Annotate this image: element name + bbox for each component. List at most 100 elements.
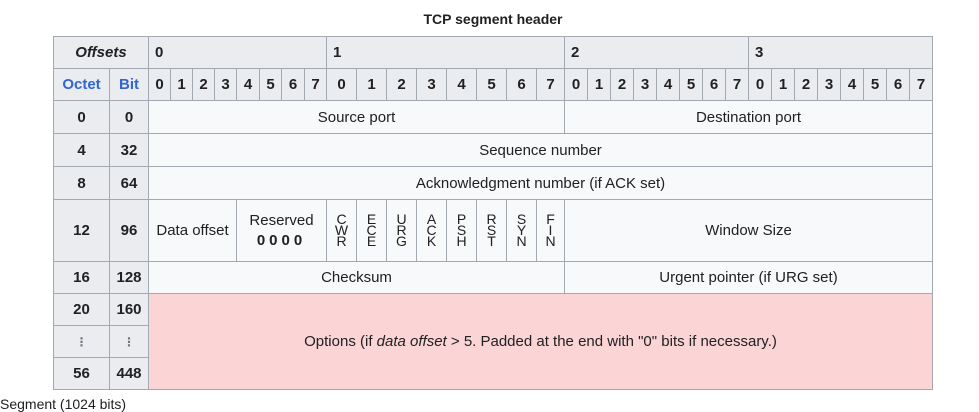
flag-letter: N <box>516 233 527 249</box>
bit-index-cell: 3 <box>817 68 841 101</box>
bit-index-cell: 0 <box>564 68 588 101</box>
window-size-field: Window Size <box>564 199 933 262</box>
flag-letter: K <box>426 233 437 249</box>
bit-index-cell: 6 <box>886 68 910 101</box>
bit-index-cell: 7 <box>725 68 749 101</box>
bit-index-cell: 1 <box>587 68 611 101</box>
flag-letter: R <box>486 211 497 227</box>
bit-index-cell: 2 <box>610 68 634 101</box>
flag-letter: W <box>334 222 349 238</box>
octet-header-link[interactable]: Octet <box>53 68 110 101</box>
bit-index-cell: 3 <box>633 68 657 101</box>
bit-index-cell: 6 <box>281 68 305 101</box>
octet-cell: 56 <box>53 357 110 390</box>
source-port-field: Source port <box>148 100 565 134</box>
bit-index-cell: 5 <box>863 68 887 101</box>
bit-index-cell: 4 <box>446 68 477 101</box>
flag-letter: H <box>456 233 467 249</box>
flag-letter: A <box>426 211 437 227</box>
table-row: 0 0 Source port Destination port <box>53 100 933 134</box>
bit-cell: 32 <box>109 133 149 167</box>
byte-1-header: 1 <box>326 36 565 69</box>
bit-index-cell: 3 <box>214 68 237 101</box>
bit-header-link[interactable]: Bit <box>109 68 149 101</box>
offsets-header: Offsets <box>53 36 149 69</box>
bit-index-cell: 6 <box>702 68 726 101</box>
flag-letter: E <box>366 211 377 227</box>
flag-letter: I <box>548 222 553 238</box>
flag-letter: G <box>396 233 407 249</box>
bit-index-cell: 4 <box>236 68 260 101</box>
byte-0-header: 0 <box>148 36 327 69</box>
bit-cell: 64 <box>109 166 149 200</box>
bit-index-cell: 3 <box>416 68 447 101</box>
bit-index-cell: 1 <box>170 68 193 101</box>
urgent-pointer-field: Urgent pointer (if URG set) <box>564 261 933 294</box>
octet-cell: 0 <box>53 100 110 134</box>
table-row: 4 32 Sequence number <box>53 133 933 167</box>
reserved-field: Reserved 0000 <box>236 199 327 262</box>
flag-letter: F <box>546 211 555 227</box>
bit-index-cell: 5 <box>679 68 703 101</box>
flag-letter: S <box>516 211 527 227</box>
bit-index-cell: 4 <box>656 68 680 101</box>
flag-letter: R <box>336 233 347 249</box>
byte-2-header: 2 <box>564 36 749 69</box>
bit-index-cell: 2 <box>794 68 818 101</box>
bit-cell: 96 <box>109 199 149 262</box>
reserved-label: Reserved <box>249 211 314 229</box>
data-offset-field: Data offset <box>148 199 237 262</box>
octet-ellipsis: ⋮ <box>53 325 110 358</box>
table-row: 16 128 Checksum Urgent pointer (if URG s… <box>53 261 933 294</box>
bit-index-cell: 7 <box>304 68 327 101</box>
octet-cell: 12 <box>53 199 110 262</box>
bit-index-cell: 5 <box>259 68 282 101</box>
options-prefix: Options (if <box>304 333 377 350</box>
reserved-bits: 0000 <box>256 231 307 249</box>
byte-3-header: 3 <box>748 36 933 69</box>
table-row: ⋮ ⋮ <box>53 325 933 358</box>
flag-letter: U <box>396 211 407 227</box>
options-suffix: > 5. Padded at the end with "0" bits if … <box>446 333 777 350</box>
bit-index-cell: 4 <box>840 68 864 101</box>
table-row: 8 64 Acknowledgment number (if ACK set) <box>53 166 933 200</box>
flag-letter: E <box>366 233 377 249</box>
sequence-number-field: Sequence number <box>148 133 933 167</box>
bit-ellipsis: ⋮ <box>109 325 149 358</box>
destination-port-field: Destination port <box>564 100 933 134</box>
flag-letter: N <box>545 233 556 249</box>
table-row: 56 448 <box>53 357 933 390</box>
bit-cell: 160 <box>109 293 149 326</box>
bit-cell: 0 <box>109 100 149 134</box>
bit-cell: 128 <box>109 261 149 294</box>
flag-letter: S <box>486 222 497 238</box>
offsets-row: Offsets 0 1 2 3 <box>53 36 933 69</box>
bit-index-cell: 2 <box>386 68 417 101</box>
bit-index-cell: 7 <box>536 68 565 101</box>
options-data-offset: data offset <box>376 333 447 350</box>
flag-letter: R <box>396 222 407 238</box>
bit-index-cell: 0 <box>326 68 357 101</box>
octet-cell: 8 <box>53 166 110 200</box>
octet-cell: 16 <box>53 261 110 294</box>
checksum-field: Checksum <box>148 261 565 294</box>
flag-letter: C <box>426 222 437 238</box>
flag-letter: C <box>366 222 377 238</box>
footer-text: Segment (1024 bits) <box>0 396 127 412</box>
bit-index-cell: 1 <box>771 68 795 101</box>
bit-index-cell: 5 <box>476 68 507 101</box>
octet-cell: 4 <box>53 133 110 167</box>
octet-cell: 20 <box>53 293 110 326</box>
options-field: Options (if data offset > 5. Padded at t… <box>148 293 933 390</box>
bit-index-cell: 7 <box>909 68 933 101</box>
bit-cell: 448 <box>109 357 149 390</box>
bit-index-cell: 1 <box>356 68 387 101</box>
